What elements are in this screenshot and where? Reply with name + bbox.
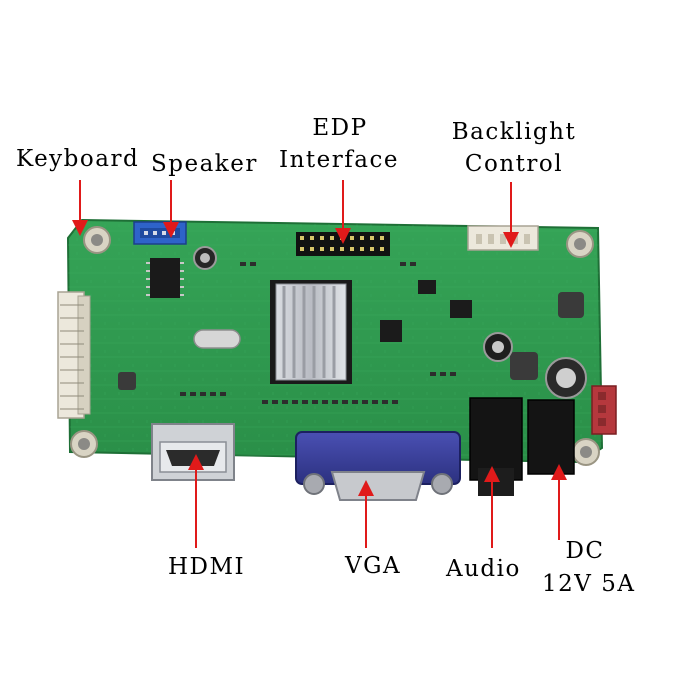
heatsink xyxy=(270,280,352,384)
dc-jack xyxy=(527,399,575,475)
capacitor xyxy=(545,357,587,399)
speaker-connector xyxy=(133,221,187,245)
mounting-hole xyxy=(566,230,594,258)
backlight-label-line1: Backlight xyxy=(451,119,577,145)
audio-label: Audio xyxy=(446,556,521,582)
edp-label-line1: EDP xyxy=(312,115,368,141)
circuit-board xyxy=(57,218,617,501)
vga-port xyxy=(295,431,461,501)
dc-label-line1: DC xyxy=(565,538,605,564)
audio-jack xyxy=(469,397,523,496)
mounting-hole xyxy=(83,226,111,254)
mounting-hole xyxy=(572,438,600,466)
capacitor xyxy=(193,246,217,270)
vga-label: VGA xyxy=(345,553,402,579)
keyboard-label: Keyboard xyxy=(16,146,140,172)
smd-components xyxy=(180,262,456,404)
inductor xyxy=(558,292,584,318)
keyboard-connector xyxy=(57,291,91,419)
backlight-label-line2: Control xyxy=(464,151,564,177)
ic-chip xyxy=(418,280,436,294)
hdmi-label: HDMI xyxy=(168,554,246,580)
ic-chip xyxy=(150,258,180,298)
crystal-oscillator xyxy=(193,329,241,349)
mounting-hole xyxy=(70,430,98,458)
speaker-label: Speaker xyxy=(151,151,258,177)
inductor xyxy=(510,352,538,380)
ic-chip xyxy=(450,300,472,318)
power-connector xyxy=(591,385,617,435)
edp-label-line2: Interface xyxy=(279,147,399,173)
inductor xyxy=(118,372,136,390)
ic-chip xyxy=(380,320,402,342)
backlight-connector xyxy=(467,225,539,251)
hdmi-port xyxy=(151,423,235,481)
capacitor xyxy=(483,332,513,362)
dc-label-line2: 12V 5A xyxy=(542,571,636,597)
